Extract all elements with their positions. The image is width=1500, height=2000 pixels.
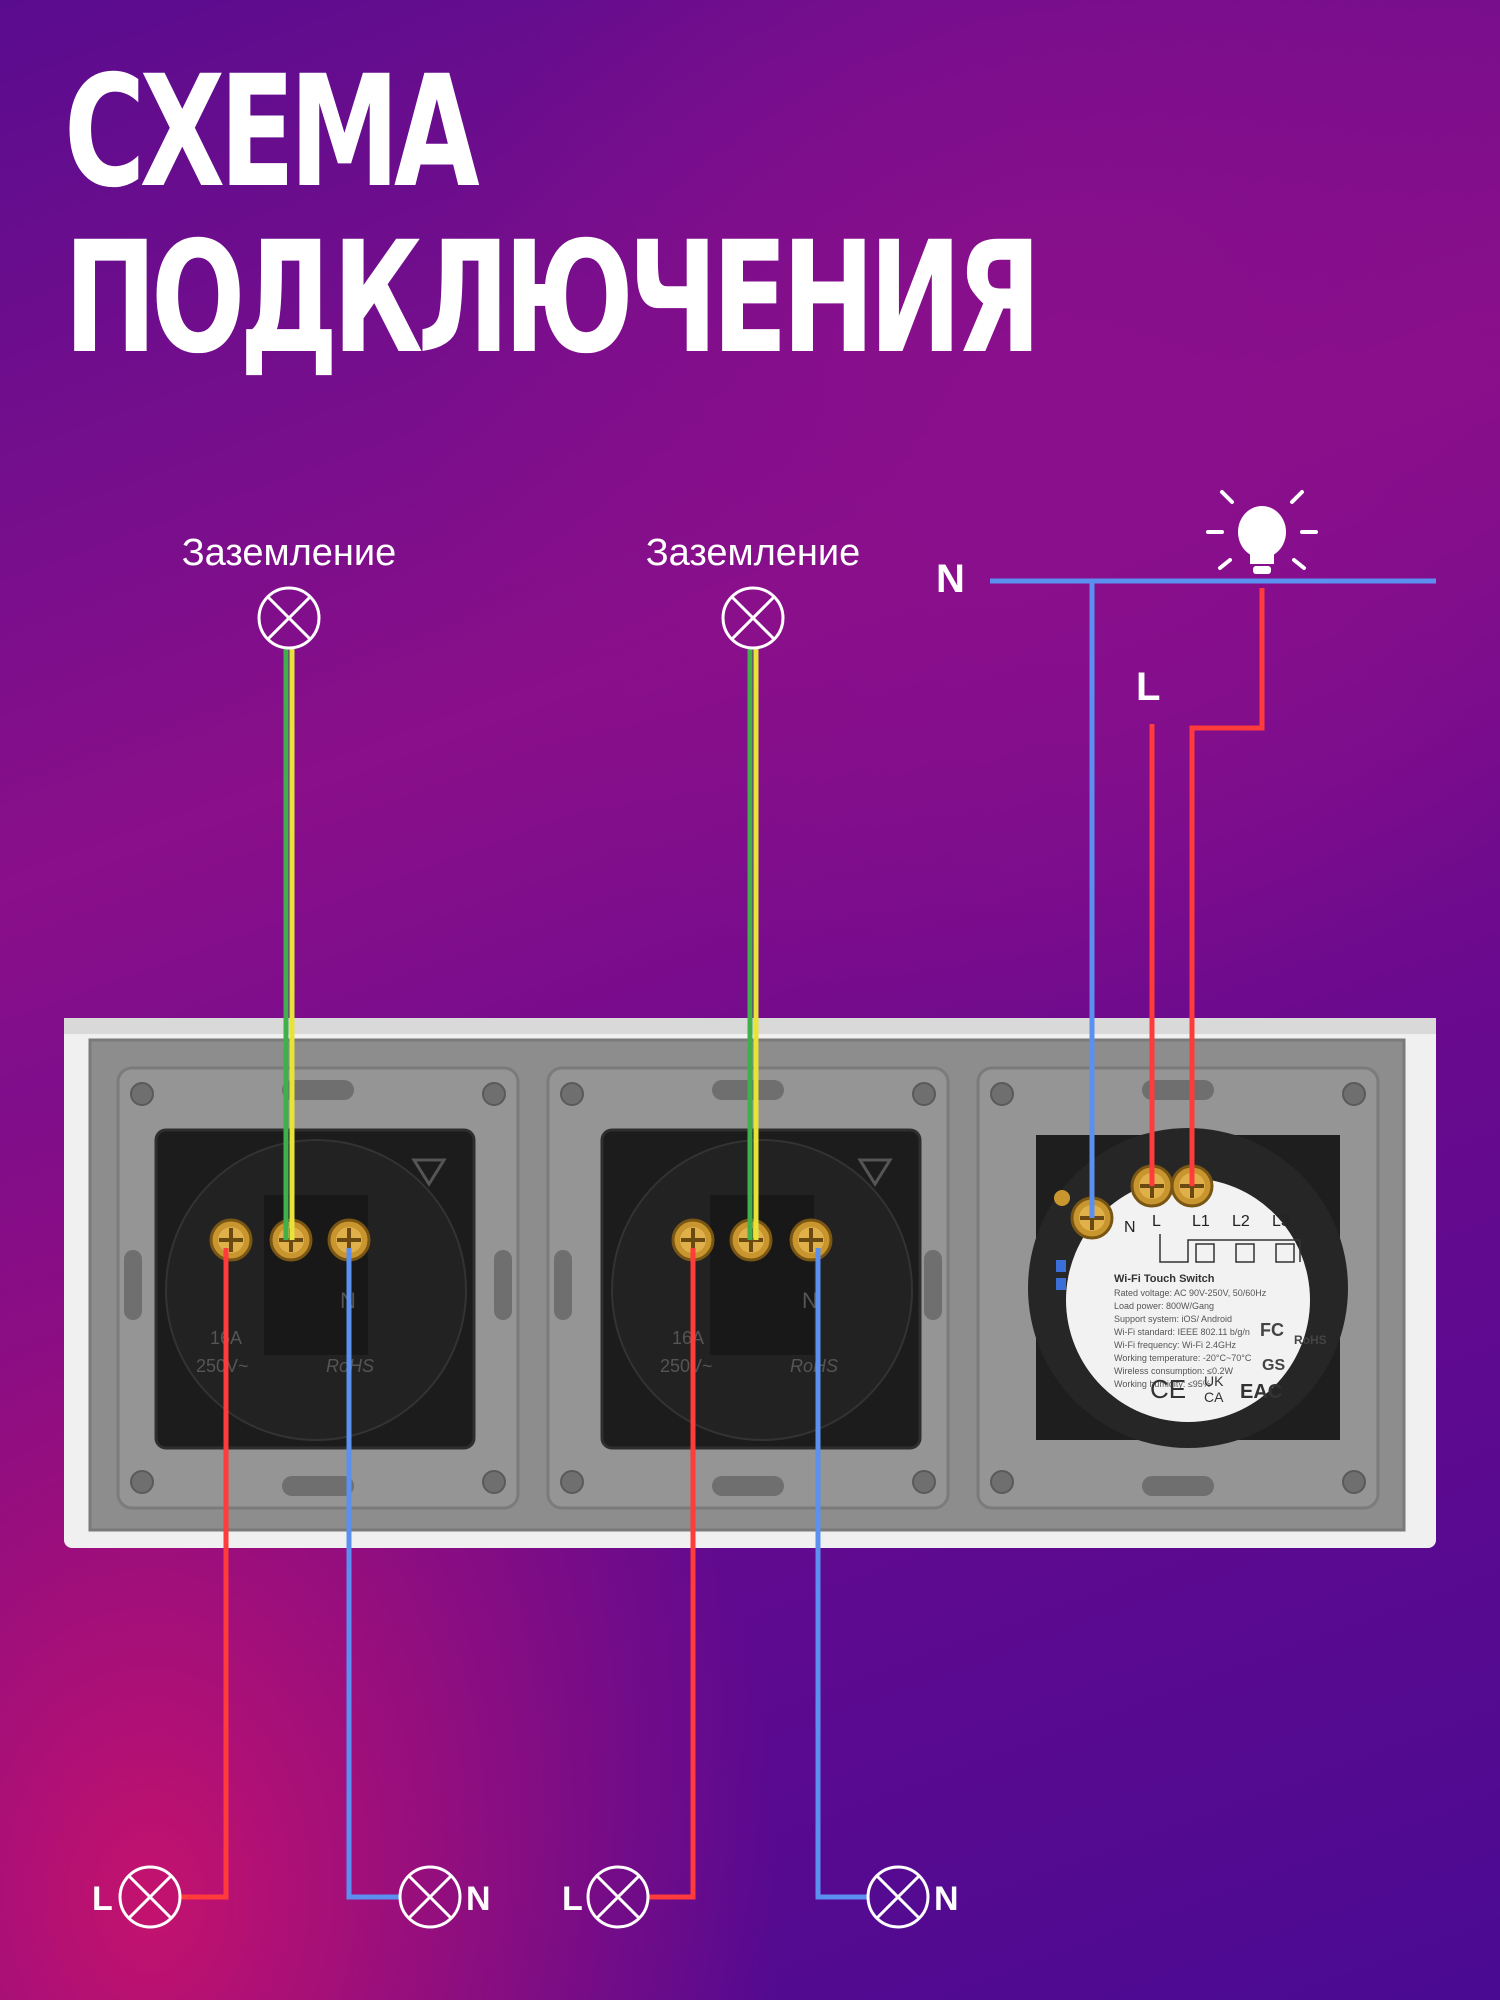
live-bottom-label-1: L xyxy=(92,1880,113,1918)
wifi-switch-module: N L L1 L2 L3 Wi-Fi Touch Switch Rated vo… xyxy=(1028,1128,1348,1448)
terminal-l1: L1 xyxy=(1192,1213,1210,1230)
spec-line: Working humidity: ≤95% xyxy=(1114,1379,1211,1389)
spec-line: Support system: iOS/ Android xyxy=(1114,1314,1232,1324)
ukca-mark-bottom: CA xyxy=(1204,1389,1224,1405)
module-spec-title: Wi-Fi Touch Switch xyxy=(1114,1273,1215,1285)
eac-mark: EAC xyxy=(1240,1381,1282,1403)
module-spec-list: Rated voltage: AC 90V-250V, 50/60Hz Load… xyxy=(1114,1288,1267,1389)
spec-line: Working temperature: -20°C~70°C xyxy=(1114,1353,1252,1363)
terminal-l: L xyxy=(1152,1213,1161,1230)
live-bottom-label-2: L xyxy=(562,1880,583,1918)
spec-line: Wi-Fi standard: IEEE 802.11 b/g/n xyxy=(1114,1327,1250,1337)
title-line-1: СХЕМА xyxy=(64,43,480,222)
live-terminal-1-icon xyxy=(118,1865,182,1929)
wires xyxy=(180,578,1436,1900)
gs-mark: GS xyxy=(1262,1357,1285,1374)
fc-mark: FC xyxy=(1260,1320,1284,1340)
neutral-terminal-2-icon xyxy=(866,1865,930,1929)
live-wire-socket-2 xyxy=(648,1248,696,1900)
neutral-terminal-1-icon xyxy=(398,1865,462,1929)
socket-1: 16A 250V~ N RoHS xyxy=(154,1128,476,1450)
neutral-bottom-label-2: N xyxy=(934,1880,959,1918)
spec-line: Wireless consumption: ≤0.2W xyxy=(1114,1366,1233,1376)
live-top-label: L xyxy=(1136,665,1160,709)
ce-mark: CE xyxy=(1150,1374,1186,1404)
rohs-mark: RoHS xyxy=(1294,1333,1327,1347)
live-wire-socket-1 xyxy=(180,1248,229,1900)
ground-label-2: Заземление xyxy=(646,532,861,574)
terminal-l2: L2 xyxy=(1232,1213,1250,1230)
spec-line: Load power: 800W/Gang xyxy=(1114,1301,1214,1311)
terminal-n: N xyxy=(1124,1219,1136,1236)
spec-line: Wi-Fi frequency: Wi-Fi 2.4GHz xyxy=(1114,1340,1237,1350)
switched-live-wire xyxy=(1189,588,1265,1186)
neutral-top-label: N xyxy=(936,557,965,601)
module-label-sticker xyxy=(1066,1178,1310,1422)
socket-1-voltage: 250V~ xyxy=(196,1356,249,1376)
ground-terminal-2-icon xyxy=(721,586,785,650)
spec-line: Rated voltage: AC 90V-250V, 50/60Hz xyxy=(1114,1288,1267,1298)
socket-2: 16A 250V~ N RoHS xyxy=(600,1128,922,1450)
socket-2-n-mark: N xyxy=(802,1288,818,1313)
neutral-wire-socket-1 xyxy=(346,1248,400,1900)
neutral-wire-socket-2 xyxy=(815,1248,868,1900)
page-title: СХЕМА ПОДКЛЮЧЕНИЯ xyxy=(64,43,1041,388)
terminal-l3: L3 xyxy=(1272,1213,1290,1230)
neutral-bottom-label-1: N xyxy=(466,1880,491,1918)
socket-2-rohs: RoHS xyxy=(790,1356,838,1376)
live-terminal-2-icon xyxy=(586,1865,650,1929)
socket-2-rating: 16A xyxy=(672,1328,704,1348)
ground-label-1: Заземление xyxy=(182,532,397,574)
socket-2-voltage: 250V~ xyxy=(660,1356,713,1376)
light-bulb-icon xyxy=(1206,490,1318,574)
ukca-mark-top: UK xyxy=(1204,1373,1224,1389)
ground-terminal-1-icon xyxy=(257,586,321,650)
title-line-2: ПОДКЛЮЧЕНИЯ xyxy=(64,209,1041,388)
